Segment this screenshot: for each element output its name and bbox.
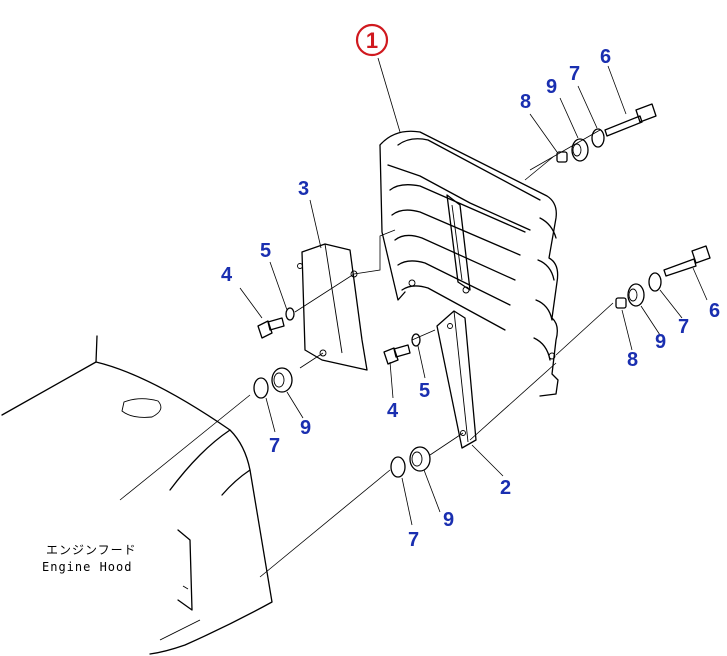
- engine-hood-label: エンジンフード Engine Hood: [42, 543, 137, 574]
- callout-7-right: 7: [678, 316, 689, 338]
- callout-5-left: 5: [260, 240, 271, 262]
- part-callouts: 6 7 9 8 3 4 5 6 7 9 8 4 5 7 9 2 9 7: [221, 46, 720, 551]
- hardware-left-bushing: [253, 367, 293, 399]
- hardware-upper-right: [556, 103, 657, 163]
- hardware-center-bolt: [383, 333, 421, 365]
- callout-5-center: 5: [419, 380, 430, 402]
- hardware-left-bolt: [257, 307, 295, 339]
- engine-hood-label-english: Engine Hood: [42, 560, 132, 574]
- leader-lines: [119, 57, 708, 578]
- callout-8-right: 8: [627, 349, 638, 371]
- callout-6-top: 6: [600, 46, 611, 68]
- guard-assembly: [379, 130, 559, 397]
- callout-3: 3: [298, 178, 309, 200]
- callout-4-center: 4: [387, 400, 399, 422]
- callout-9-right: 9: [655, 331, 666, 353]
- callout-9-top: 9: [546, 76, 557, 98]
- callout-6-right: 6: [709, 300, 720, 322]
- bracket-part-2: [436, 310, 477, 449]
- callout-7-bottom: 7: [408, 529, 419, 551]
- callout-7-left: 7: [269, 435, 280, 457]
- main-callout-1: 1: [355, 23, 389, 57]
- engine-hood: [1, 335, 273, 655]
- plate-part-3: [297, 243, 368, 371]
- hardware-lower-bushing: [390, 446, 431, 478]
- hardware-lower-right: [615, 245, 711, 309]
- callout-9-left: 9: [300, 417, 311, 439]
- callout-7-top: 7: [569, 63, 580, 85]
- callout-8-top: 8: [520, 91, 531, 113]
- callout-circle: [355, 23, 389, 57]
- callout-4-left: 4: [221, 264, 233, 286]
- main-callout-text: 1: [366, 28, 378, 53]
- callout-2: 2: [500, 477, 511, 499]
- engine-hood-label-japanese: エンジンフード: [46, 543, 137, 557]
- callout-9-bottom: 9: [443, 509, 454, 531]
